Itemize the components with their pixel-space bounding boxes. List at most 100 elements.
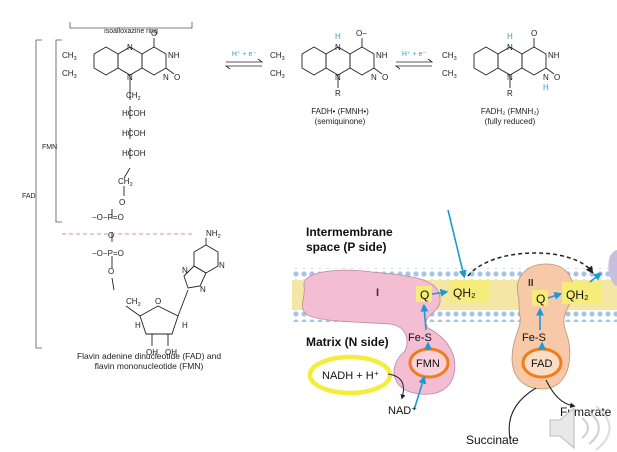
fad-label: FAD [22, 193, 36, 200]
ch3-group: CH3 [62, 51, 77, 62]
ribose-oxygen: O [155, 297, 161, 306]
link-oxygen: O [108, 267, 114, 276]
fmn-bracket [55, 39, 62, 223]
ribose-ch2: CH2 [126, 297, 141, 308]
adenine-nitrogen: N [182, 266, 188, 275]
fe-s-label-ii: Fe-S [522, 332, 546, 344]
nadh-highlight [307, 354, 393, 396]
isoalloxazine-bracket [69, 22, 193, 29]
speaker-icon[interactable] [549, 405, 611, 451]
flavin-structures: isoalloxazine ring FMN FAD CH3 CH3 N N N… [22, 22, 560, 357]
equilibrium-arrows [224, 58, 434, 70]
reduced-desc: (fully reduced) [485, 117, 536, 126]
ribose-ring-bonds [125, 289, 189, 346]
complex-i-label: I [376, 287, 379, 299]
qh2-box-ii [562, 282, 602, 304]
ch3-group: CH3 [442, 69, 457, 80]
intermembrane-label-1: Intermembrane [306, 225, 393, 239]
caption-line-2: flavin mononucleotide (FMN) [94, 361, 204, 371]
nadh-label: NADH + H⁺ [322, 370, 380, 382]
r-group: R [335, 89, 341, 98]
imide-nh: NH [376, 51, 388, 60]
flavin-structure-panel: isoalloxazine ring FMN FAD CH3 CH3 N N N… [22, 16, 560, 376]
ribose-oh: OH [165, 348, 177, 357]
imide-nh: NH [548, 51, 560, 60]
carbonyl-oxygen: O [382, 73, 388, 82]
ring-nitrogen: N [507, 73, 513, 82]
ribose-h: H [182, 321, 188, 330]
ring-nitrogen: N [543, 73, 549, 82]
semiquinone-desc: (semiquinone) [315, 117, 366, 126]
reduced-ring-bonds [473, 38, 555, 88]
added-hydrogen: H [543, 83, 549, 92]
electron-flow-arrows [413, 209, 602, 411]
semiquinone-ring-bonds [301, 38, 383, 88]
q-cycle-arrow [467, 252, 594, 277]
complex-ii-label: II [528, 278, 534, 289]
q-label: Q [420, 288, 429, 302]
fad-bracket [35, 39, 42, 349]
carbonyl-oxygen: O [174, 73, 180, 82]
ring-nitrogen: N [163, 73, 169, 82]
ch3-group: CH3 [62, 69, 77, 80]
fmn-label: FMN [42, 144, 57, 151]
electron-transport-panel: Intermembrane space (P side) Matrix (N s… [292, 206, 617, 452]
r-group: R [507, 89, 513, 98]
ring-nitrogen: N [127, 43, 133, 52]
ribityl-hcoh: HCOH [122, 149, 146, 158]
link-oxygen: O [108, 231, 114, 240]
ribityl-hcoh: HCOH [122, 109, 146, 118]
adenine-nitrogen: N [219, 261, 225, 270]
fad-label: FAD [531, 358, 552, 370]
fmn-label: FMN [416, 358, 440, 370]
adenine-nh2: NH2 [206, 229, 221, 240]
qh2-box [449, 280, 489, 302]
imide-nh: NH [168, 51, 180, 60]
intermembrane-label-2: space (P side) [306, 240, 386, 254]
qh2-label-ii: QH₂ [566, 288, 589, 302]
complex-diagram: Intermembrane space (P side) Matrix (N s… [292, 209, 617, 451]
reduced-name: FADH₂ (FMNH₂) [481, 107, 540, 116]
ch3-group: CH3 [270, 69, 285, 80]
carbonyl-oxygen: O [531, 29, 537, 38]
q-box-ii [532, 290, 548, 306]
isoalloxazine-label: isoalloxazine ring [104, 28, 158, 35]
succinate-label: Succinate [466, 433, 519, 447]
complex-iii-edge [608, 250, 617, 286]
q-box [416, 286, 432, 302]
nad-label: NAD⁺ [388, 405, 417, 417]
ring-nitrogen: N [127, 73, 133, 82]
nad-arrow [387, 373, 406, 400]
ch3-group: CH3 [442, 51, 457, 62]
ring-nitrogen: N [507, 43, 513, 52]
ribityl-hcoh: HCOH [122, 129, 146, 138]
ribityl-ch2: CH2 [118, 177, 133, 188]
h-plus-e-label: H⁺ + e⁻ [402, 51, 427, 58]
link-oxygen: O [119, 198, 125, 207]
structure-caption: Flavin adenine dinucleotide (FAD) and fl… [34, 351, 264, 371]
ring-nitrogen: N [371, 73, 377, 82]
adenine-nitrogen: N [200, 285, 206, 294]
q-label-ii: Q [536, 292, 545, 306]
added-hydrogen: H [335, 32, 341, 41]
carbonyl-oxygen: O [554, 73, 560, 82]
phosphate-group: −O−P=O [92, 249, 124, 258]
succinate-arrow [508, 387, 537, 439]
ribose-h: H [135, 321, 141, 330]
h-plus-e-label: H⁺ + e⁻ [232, 51, 257, 58]
ribityl-ch2: CH2 [126, 91, 141, 102]
ring-nitrogen: N [335, 43, 341, 52]
caption-line-1: Flavin adenine dinucleotide (FAD) and [76, 351, 222, 361]
carbonyl-oxygen: O [151, 29, 157, 38]
matrix-label: Matrix (N side) [306, 335, 389, 349]
phosphate-group: −O−P=O [92, 213, 124, 222]
fe-s-label: Fe-S [408, 332, 432, 344]
enolate-oxygen: O− [356, 29, 367, 38]
adenine-ring-bonds [183, 238, 219, 289]
ch3-group: CH3 [270, 51, 285, 62]
semiquinone-name: FADH• (FMNH•) [311, 107, 369, 116]
fumarate-arrow [545, 379, 576, 409]
added-hydrogen: H [507, 32, 513, 41]
ribose-oh: OH [146, 348, 158, 357]
oxidized-ring-bonds [93, 38, 175, 291]
